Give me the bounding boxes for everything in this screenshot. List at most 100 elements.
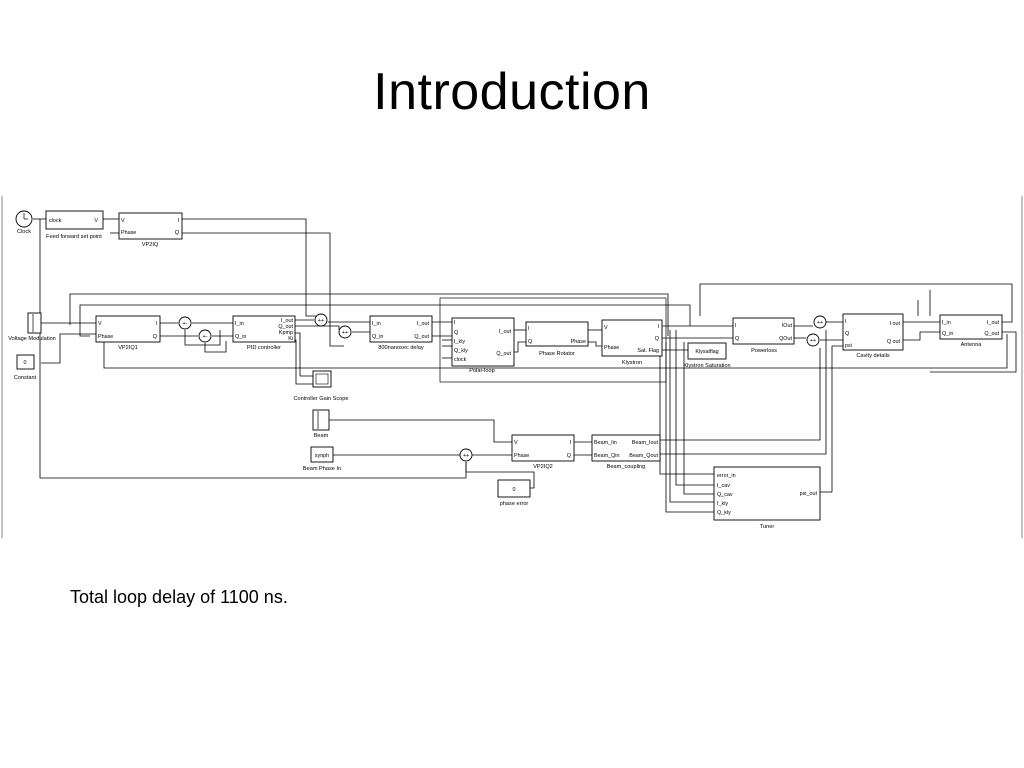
pid-port-kpmp: Kpmp <box>279 330 293 336</box>
svg-text:+-: +- <box>183 321 188 327</box>
tuner-label: Tuner <box>760 524 775 530</box>
powerloss-port-qout: QOut <box>779 336 792 342</box>
svg-text:++: ++ <box>342 330 348 336</box>
tuner-block: error_in I_cav Q_cav I_kly Q_kly psi_out… <box>713 466 821 530</box>
polar-loop-block: I Q I_kly Q_kly clock I_out Q_out Polar-… <box>451 317 515 374</box>
vp2iq1-block: V Phase I Q VP2IQ1 <box>95 315 161 351</box>
clock-block: Clock <box>15 210 33 235</box>
beam-block: Beam <box>312 409 330 439</box>
vp2iq-block: V Phase I Q VP2IQ <box>118 212 183 248</box>
klystron-port-q: Q <box>655 336 659 342</box>
klystron-port-satflag: Sat. Flag <box>637 348 659 354</box>
phase-error-value: 0 <box>513 487 516 493</box>
ffsp-port-in: clock <box>49 218 62 224</box>
pid-port-iout: I_out <box>281 318 293 324</box>
pid-port-qin: Q_in <box>235 334 246 340</box>
vp2iq-port-i: I <box>178 218 180 224</box>
rotator-port-phase: Phase <box>571 339 586 345</box>
beam-phase-in-label: Beam Phase In <box>303 466 341 472</box>
tuner-port-qkly: Q_kly <box>717 510 731 516</box>
sum-junctions: +- +- ++ ++ ++ ++ ++ <box>178 313 827 462</box>
antenna-label: Antenna <box>961 342 983 348</box>
polar-port-iout: I_out <box>499 329 511 335</box>
delay-port-qin: Q_in <box>372 334 383 340</box>
vp2iq1-port-q: Q <box>153 334 157 340</box>
beam-coupling-port-qin: Beam_Qin <box>594 453 619 459</box>
beam-coupling-port-iout: Beam_Iout <box>632 440 659 446</box>
pid-label: PID controller <box>247 345 281 351</box>
ffsp-port-out: V <box>94 218 98 224</box>
delay800-label: 800nanosec delay <box>378 345 424 351</box>
constant-block: 0 Constant <box>14 354 37 381</box>
rotator-port-q: Q <box>528 339 532 345</box>
vp2iq-port-v: V <box>121 218 125 224</box>
clock-label: Clock <box>17 229 31 235</box>
phase-rotator-label: Phase Rotator <box>539 351 575 357</box>
antenna-block: I_in Q_in I_out Q_out Antenna <box>939 314 1003 348</box>
vp2iq1-label: VP2IQ1 <box>118 345 138 351</box>
gain-scope-block: Controller Gain Scope <box>293 370 349 402</box>
svg-text:++: ++ <box>810 338 816 344</box>
cavity-port-qout: Q out <box>887 339 901 345</box>
delay-port-iin: I_in <box>372 321 381 327</box>
pid-controller-block: I_in Q_in I_out Q_out Kpmp Ki PID contro… <box>232 315 296 351</box>
polar-loop-label: Polar-loop <box>469 368 495 374</box>
voltage-modulation-block: Voltage Modulation <box>8 312 56 342</box>
cavity-port-i: I <box>845 319 847 325</box>
vp2iq1-port-i: I <box>156 321 158 327</box>
klystron-block: V Phase I Q Sat. Flag Klystron <box>601 319 663 366</box>
svg-text:+-: +- <box>203 334 208 340</box>
gain-scope-label: Controller Gain Scope <box>293 396 348 402</box>
polar-port-qkly: Q_kly <box>454 348 468 354</box>
klystron-saturation-label: Klystron Saturation <box>683 363 730 369</box>
phase-rotator-block: I Q Phase Phase Rotator <box>525 321 589 357</box>
vp2iq2-label: VP2IQ2 <box>533 464 553 470</box>
antenna-port-iin: I_in <box>942 320 951 326</box>
tuner-port-errorin: error_in <box>717 473 736 479</box>
powerloss-block: I Q IOut QOut Powerloss <box>732 317 795 354</box>
polar-port-qout: Q_out <box>496 351 511 357</box>
klystron-saturation-block: Klysatflag Klystron Saturation <box>683 342 731 369</box>
phase-error-label: phase error <box>500 501 529 507</box>
svg-text:++: ++ <box>817 320 823 326</box>
beam-coupling-block: Beam_Iin Beam_Qin Beam_Iout Beam_Qout Be… <box>591 434 661 470</box>
klystron-port-i: I <box>658 324 660 330</box>
antenna-port-qout: Q_out <box>984 331 999 337</box>
voltage-modulation-label: Voltage Modulation <box>8 336 56 342</box>
powerloss-port-iout: IOut <box>782 323 793 329</box>
pid-port-iin: I_in <box>235 321 244 327</box>
beam-phase-in-block: synph Beam Phase In <box>303 446 341 472</box>
antenna-port-qin: Q_in <box>942 331 953 337</box>
polar-port-ikly: I_kly <box>454 339 465 345</box>
beam-coupling-label: Beam_coupling <box>607 464 646 470</box>
slide-caption: Total loop delay of 1100 ns. <box>70 587 288 607</box>
powerloss-port-i: I <box>735 323 737 329</box>
klysatflag-text: Klysatflag <box>695 349 718 355</box>
antenna-port-iout: I_out <box>987 320 999 326</box>
delay800-block: I_in Q_in I_out Q_out 800nanosec delay <box>369 315 433 351</box>
synph-text: synph <box>315 453 329 459</box>
pid-port-qout: Q_out <box>278 324 293 330</box>
tuner-port-psiout: psi_out <box>800 491 818 497</box>
vp2iq-label: VP2IQ <box>142 242 159 248</box>
beam-coupling-port-iin: Beam_Iin <box>594 440 617 446</box>
beam-label: Beam <box>314 433 329 439</box>
svg-text:++: ++ <box>463 453 469 459</box>
klystron-port-phase: Phase <box>604 345 619 351</box>
vp2iq1-port-phase: Phase <box>98 334 113 340</box>
polar-port-clock: clock <box>454 357 467 363</box>
powerloss-label: Powerloss <box>751 348 777 354</box>
simulink-block-diagram: Clock clock V Feed forward set point V P… <box>1 196 1023 538</box>
vp2iq1-port-v: V <box>98 321 102 327</box>
constant-value: 0 <box>24 360 27 366</box>
cavity-port-psi: psi <box>845 343 852 349</box>
vp2iq-port-phase: Phase <box>121 230 136 236</box>
constant-label: Constant <box>14 375 37 381</box>
pid-port-ki: Ki <box>288 336 293 342</box>
polar-port-i: I <box>454 320 456 326</box>
tuner-port-ikly: I_kly <box>717 501 728 507</box>
tuner-port-qcav: Q_cav <box>717 492 733 498</box>
vp2iq-port-q: Q <box>175 230 179 236</box>
slide-title: Introduction <box>373 63 651 121</box>
